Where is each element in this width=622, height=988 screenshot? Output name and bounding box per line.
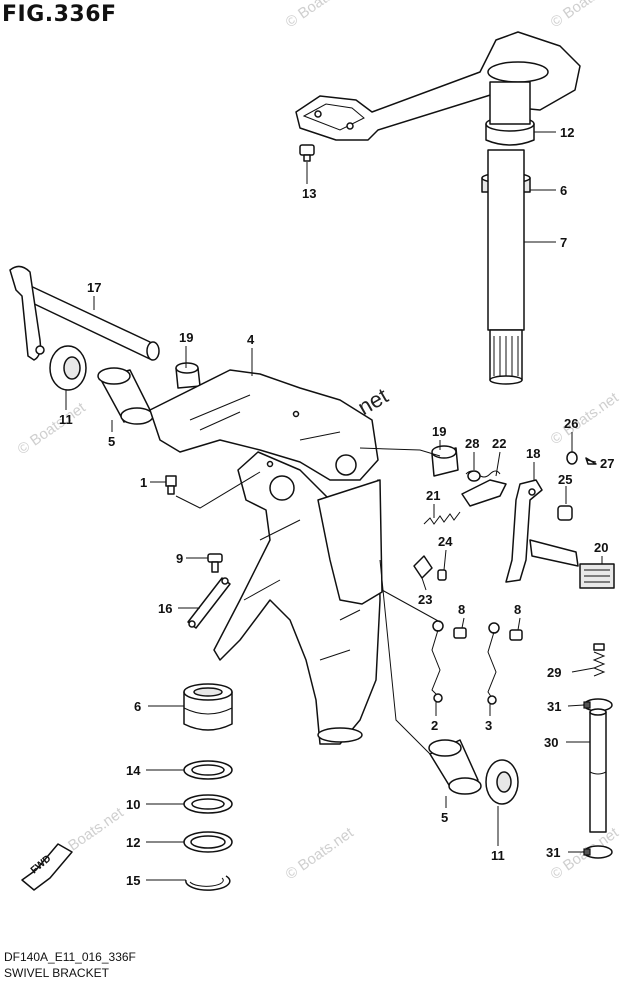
callout-24: 24 — [438, 534, 453, 549]
callout-4: 4 — [247, 332, 255, 347]
callout-27: 27 — [600, 456, 614, 471]
part-11-washer-upper — [49, 345, 87, 391]
figure-title: FIG.336F — [2, 2, 117, 27]
callout-11-lower: 11 — [491, 848, 505, 863]
part-9-bolt — [207, 553, 223, 573]
callout-19-left: 19 — [179, 330, 193, 345]
watermark-top: © Boats.net — [283, 0, 358, 31]
part-1-grease-nipple — [165, 475, 177, 495]
part-10-washer — [183, 794, 233, 814]
part-11-washer-lower — [485, 759, 519, 805]
callout-14: 14 — [126, 763, 141, 778]
part-26-nut — [566, 451, 578, 465]
part-19-bushing-right — [431, 445, 459, 477]
part-17-tilt-tube — [9, 265, 160, 361]
part-3-ground-wire — [487, 622, 500, 705]
callout-20: 20 — [594, 540, 608, 555]
callout-31-lower: 31 — [546, 845, 560, 860]
callout-13: 13 — [302, 186, 316, 201]
diagram-code: DF140A_E11_016_336F — [4, 950, 136, 964]
callout-8-right: 8 — [514, 602, 521, 617]
callout-6-upper: 6 — [560, 183, 567, 198]
callout-2: 2 — [431, 718, 438, 733]
callout-labels: 12 6 7 13 17 19 4 11 5 1 9 16 6 14 10 12… — [59, 125, 614, 888]
part-21-spring — [423, 511, 461, 525]
callout-28: 28 — [465, 436, 479, 451]
watermark-right: © Boats.net — [548, 389, 622, 448]
callout-12-lower: 12 — [126, 835, 140, 850]
callout-29: 29 — [547, 665, 561, 680]
leader-lines — [65, 131, 603, 881]
part-23-plate — [413, 555, 433, 579]
callout-23: 23 — [418, 592, 432, 607]
section-name: SWIVEL BRACKET — [4, 966, 109, 980]
part-14-washer — [183, 760, 233, 780]
part-31-clip-lower — [583, 845, 613, 859]
part-5-bushing-upper — [97, 367, 154, 425]
callout-5-lower: 5 — [441, 810, 448, 825]
part-24-screw — [437, 569, 447, 581]
callout-22: 22 — [492, 436, 506, 451]
callout-26: 26 — [564, 416, 578, 431]
callout-3: 3 — [485, 718, 492, 733]
callout-19-right: 19 — [432, 424, 446, 439]
part-8-bolt-right — [509, 629, 523, 641]
part-2-ground-wire — [431, 620, 444, 703]
part-20-stopper — [529, 539, 615, 589]
part-8-bolt-left — [453, 627, 467, 639]
callout-30: 30 — [544, 735, 558, 750]
forward-direction-arrow: FWD — [21, 843, 73, 891]
callout-31-upper: 31 — [547, 699, 561, 714]
callout-5-upper: 5 — [108, 434, 115, 449]
callout-17: 17 — [87, 280, 101, 295]
steering-shaft-assembly — [481, 81, 535, 385]
callout-16: 16 — [158, 601, 172, 616]
part-19-bushing-left — [175, 362, 201, 389]
part-31-clip-upper — [583, 698, 613, 712]
callout-1: 1 — [140, 475, 147, 490]
part-30-tube — [589, 708, 607, 833]
part-4-swivel-bracket — [149, 369, 383, 745]
lower-bushing-stack — [183, 683, 233, 731]
part-13-bolt — [299, 144, 315, 162]
callout-15: 15 — [126, 873, 140, 888]
part-12-washer-lower — [183, 831, 233, 853]
callout-21: 21 — [426, 488, 440, 503]
part-18-bracket — [505, 479, 543, 583]
steering-arm — [295, 31, 581, 141]
part-5-bushing-lower — [428, 739, 482, 795]
callout-10: 10 — [126, 797, 140, 812]
watermark-top-right: © Boats.net — [548, 0, 622, 31]
callout-11-upper: 11 — [59, 412, 73, 427]
callout-12-upper: 12 — [560, 125, 574, 140]
callout-6-lower: 6 — [134, 699, 141, 714]
watermark-bottom: © Boats.net — [283, 824, 358, 883]
callout-7: 7 — [560, 235, 567, 250]
part-16-strap — [187, 577, 231, 629]
callout-18: 18 — [526, 446, 540, 461]
watermark-left: © Boats.net — [15, 399, 90, 458]
part-25-collar — [557, 505, 573, 521]
part-22-lever — [461, 479, 507, 507]
part-29-spring — [592, 643, 606, 677]
part-28-spring — [465, 470, 501, 482]
callout-8-left: 8 — [458, 602, 465, 617]
callout-25: 25 — [558, 472, 572, 487]
callout-9: 9 — [176, 551, 183, 566]
part-15-snap-ring — [185, 875, 231, 891]
